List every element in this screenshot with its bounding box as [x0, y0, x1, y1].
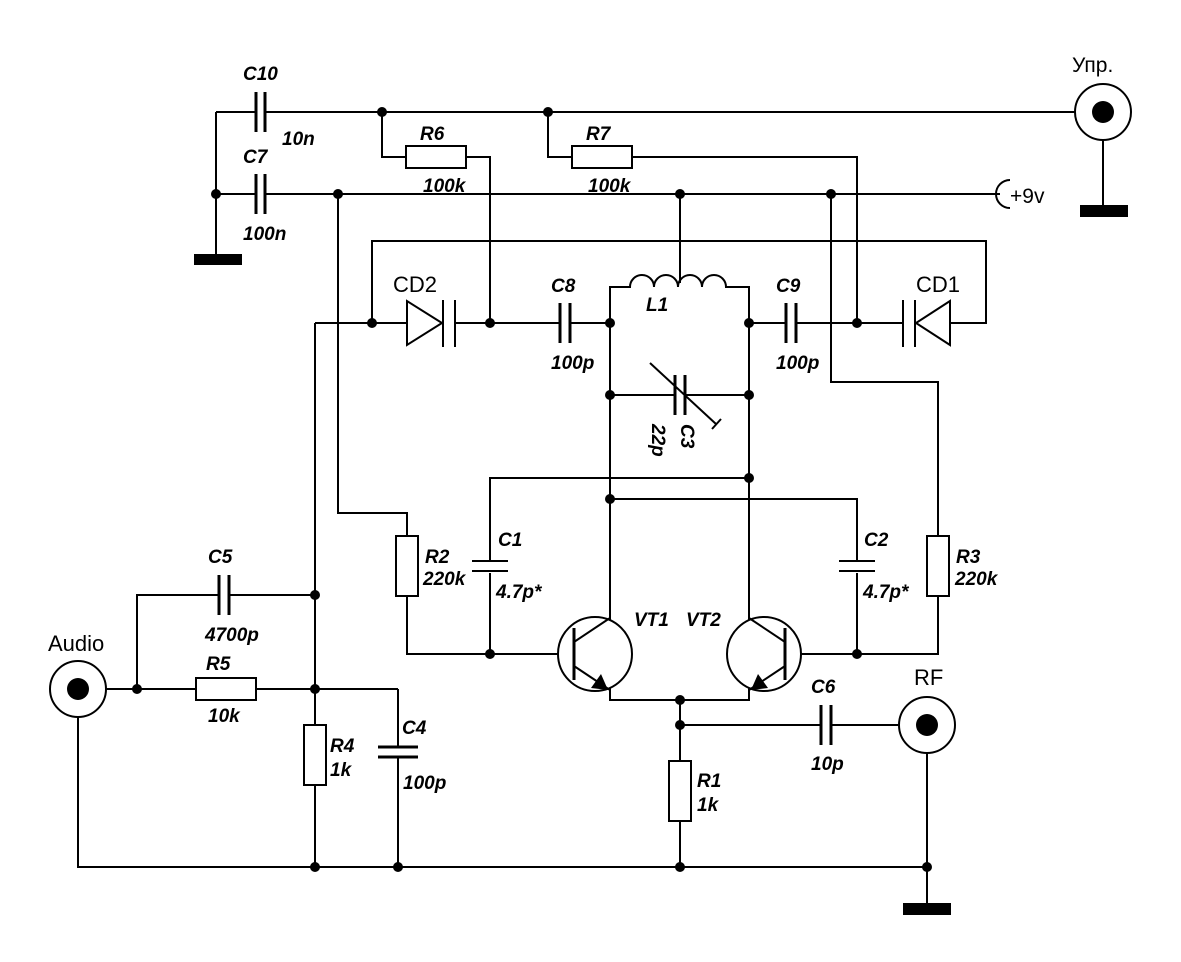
label-vt1: VT1 — [634, 610, 669, 631]
capacitor-c9 — [749, 303, 903, 343]
cross-coupling — [489, 477, 858, 654]
label-r5-value: 10k — [208, 706, 241, 727]
label-audio: Audio — [48, 631, 104, 656]
label-c6-value: 10p — [811, 754, 844, 775]
label-c7-value: 100n — [243, 224, 286, 245]
label-c4-value: 100p — [403, 773, 446, 794]
transistor-vt2 — [680, 610, 802, 701]
label-r3: R3 — [956, 547, 981, 568]
resistor-r3-branch — [790, 194, 950, 655]
label-c8: C8 — [551, 276, 576, 297]
label-r2-value: 220k — [422, 569, 467, 590]
label-c5: C5 — [208, 547, 233, 568]
capacitor-c8 — [558, 303, 610, 343]
label-c1: C1 — [498, 530, 522, 551]
label-c8-value: 100p — [551, 353, 594, 374]
supply-terminal — [995, 179, 1011, 209]
label-c9-value: 100p — [776, 353, 819, 374]
label-c9: C9 — [776, 276, 801, 297]
label-c2-value: 4.7p* — [862, 582, 910, 603]
varactor-loop — [371, 240, 987, 324]
resistor-r2-branch — [337, 194, 565, 655]
label-vt2: VT2 — [686, 610, 721, 631]
resistor-r6-branch — [381, 112, 491, 323]
top-control-rail — [215, 111, 1078, 255]
label-r4-value: 1k — [330, 760, 353, 781]
control-connector — [1074, 83, 1132, 217]
varactor-cd1 — [902, 299, 951, 347]
label-cd1: CD1 — [916, 272, 960, 297]
label-r6-value: 100k — [423, 176, 467, 197]
capacitor-c2 — [839, 560, 875, 573]
label-r4: R4 — [330, 736, 355, 757]
rf-connector — [898, 696, 956, 915]
resistor-r7-branch — [547, 112, 858, 323]
label-c2: C2 — [864, 530, 889, 551]
label-r3-value: 220k — [954, 569, 999, 590]
label-rf: RF — [914, 665, 943, 690]
label-r5: R5 — [206, 654, 231, 675]
transistor-vt1 — [557, 610, 680, 701]
label-l1: L1 — [646, 295, 668, 316]
varactor-cd2 — [315, 299, 560, 347]
ground-rail — [77, 716, 927, 868]
label-c1-value: 4.7p* — [495, 582, 543, 603]
capacitor-c10 — [254, 92, 267, 132]
label-r7: R7 — [586, 124, 612, 145]
capacitor-c1 — [472, 560, 508, 573]
label-c10-value: 10n — [282, 129, 315, 150]
label-r1: R1 — [697, 771, 721, 792]
audio-connector — [49, 660, 107, 718]
label-r6: R6 — [420, 124, 445, 145]
emitter-network — [668, 700, 898, 867]
capacitor-c7 — [254, 174, 267, 214]
label-r7-value: 100k — [588, 176, 632, 197]
junction-dots — [132, 107, 932, 872]
label-r1-value: 1k — [697, 795, 720, 816]
label-c4: C4 — [402, 718, 427, 739]
label-c10: C10 — [243, 64, 278, 85]
label-c3: C3 — [676, 424, 697, 449]
label-c7: C7 — [243, 147, 269, 168]
label-cd2: CD2 — [393, 272, 437, 297]
trimmer-capacitor-c3 — [610, 362, 749, 430]
label-c3-value: 22p — [647, 423, 668, 457]
label-supply: +9v — [1010, 185, 1045, 208]
label-c5-value: 4700p — [204, 625, 259, 646]
label-r2: R2 — [425, 547, 450, 568]
label-c6: C6 — [811, 677, 836, 698]
ground-symbol-left — [194, 254, 242, 265]
label-control: Упр. — [1072, 54, 1113, 77]
audio-input-network — [104, 323, 418, 867]
